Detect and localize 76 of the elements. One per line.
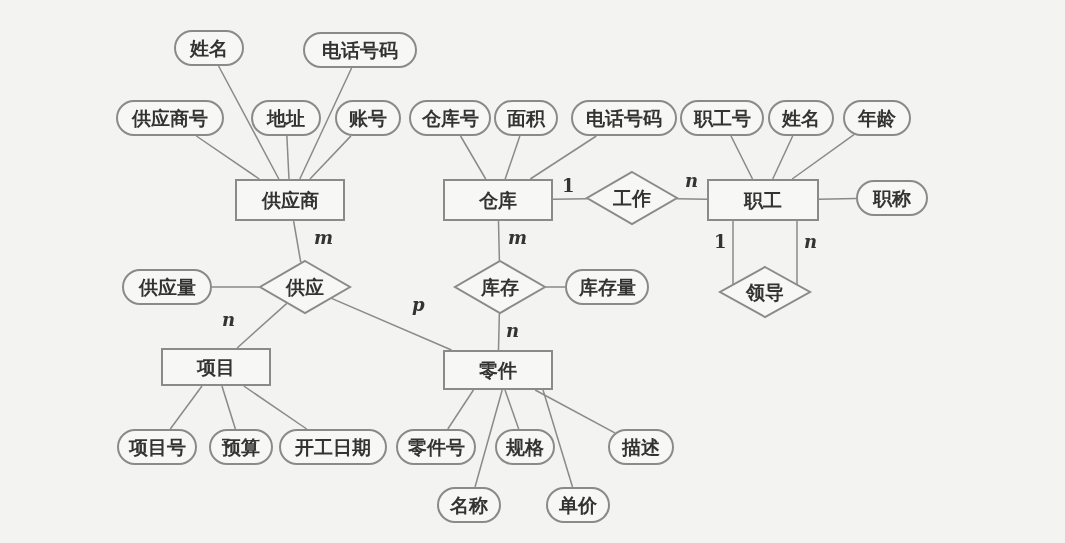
cardinality-label: n — [506, 322, 520, 340]
relationship-name: 领导 — [746, 282, 784, 302]
attribute-name: 供应量 — [138, 277, 196, 297]
entity-name: 仓库 — [479, 190, 517, 210]
cardinality-label: m — [314, 229, 334, 247]
cardinality-label: n — [685, 172, 699, 190]
relationship-name: 供应 — [286, 277, 324, 297]
attribute-name: 零件号 — [407, 437, 465, 457]
attribute-name: 职称 — [873, 188, 911, 208]
connector-line — [772, 135, 794, 180]
entity-box — [235, 179, 345, 221]
cardinality-label: 1 — [562, 177, 575, 195]
connector-line — [796, 220, 798, 285]
attribute-name: 姓名 — [782, 108, 820, 128]
attribute-name: 预算 — [222, 437, 260, 457]
attribute-name: 地址 — [267, 108, 305, 128]
connector-line — [459, 135, 487, 180]
connector-line — [545, 286, 566, 288]
connector-line — [286, 135, 290, 180]
attribute-name: 年龄 — [858, 108, 896, 128]
connector-line — [676, 197, 708, 200]
attribute-name: 规格 — [506, 437, 544, 457]
attribute-name: 供应商号 — [132, 108, 208, 128]
entity-box — [707, 179, 819, 221]
attribute-name: 电话号码 — [586, 108, 662, 128]
attribute-name: 名称 — [450, 495, 488, 515]
connector-line — [552, 197, 588, 200]
connector-line — [732, 220, 734, 285]
attribute-name: 库存量 — [578, 277, 636, 297]
connector-line — [447, 389, 475, 430]
entity-box — [161, 348, 271, 386]
entity-name: 职工 — [744, 190, 782, 210]
attribute-name: 描述 — [622, 437, 660, 457]
connector-line — [169, 385, 203, 430]
connector-line — [504, 389, 520, 430]
connector-line — [195, 135, 260, 180]
connector-line — [542, 389, 574, 488]
connector-line — [292, 220, 302, 264]
connector-line — [236, 302, 288, 349]
connector-line — [474, 389, 503, 488]
cardinality-label: p — [412, 296, 425, 314]
connector-line — [221, 385, 237, 430]
relationship-name: 工作 — [613, 188, 651, 208]
connector-line — [791, 133, 855, 180]
connector-line — [730, 135, 754, 180]
entity-box — [443, 350, 553, 390]
connector-line — [534, 389, 616, 434]
connector-line — [243, 385, 308, 430]
connector-line — [330, 297, 453, 351]
attribute-name: 电话号码 — [322, 40, 398, 60]
attribute-name: 仓库号 — [421, 108, 479, 128]
relationship-name: 库存 — [481, 277, 519, 297]
connector-line — [504, 135, 521, 180]
cardinality-label: 1 — [714, 233, 727, 251]
entity-name: 项目 — [197, 357, 235, 377]
attribute-name: 职工号 — [693, 108, 751, 128]
connector-line — [211, 286, 260, 288]
connector-line — [497, 312, 501, 351]
cardinality-label: m — [508, 229, 528, 247]
connector-line — [529, 135, 598, 180]
connector-line — [818, 197, 857, 200]
attribute-name: 姓名 — [190, 38, 228, 58]
connector-line — [217, 65, 280, 180]
entity-name: 零件 — [479, 360, 517, 380]
attribute-name: 面积 — [507, 108, 545, 128]
attribute-name: 单价 — [559, 495, 597, 515]
connector-line — [299, 67, 353, 180]
cardinality-label: n — [804, 233, 818, 251]
entity-box — [443, 179, 553, 221]
attribute-name: 项目号 — [128, 437, 186, 457]
entity-name: 供应商 — [261, 190, 319, 210]
connector-line — [309, 135, 352, 180]
cardinality-label: n — [222, 311, 236, 329]
attribute-name: 开工日期 — [295, 437, 371, 457]
attribute-name: 账号 — [349, 108, 387, 128]
connector-line — [497, 220, 501, 262]
